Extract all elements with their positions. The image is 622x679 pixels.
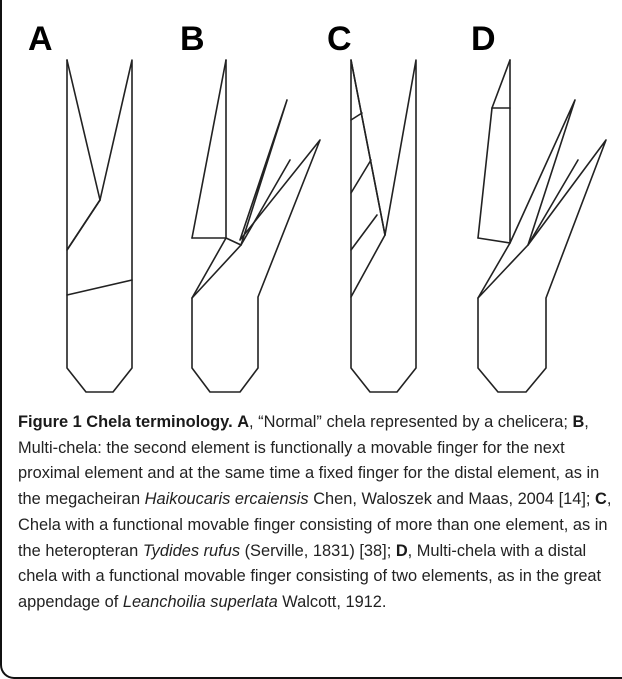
chela-d-outline (478, 60, 606, 392)
caption-text-a: , “Normal” chela represented by a chelic… (249, 413, 572, 431)
chela-c-joint-3 (351, 215, 377, 250)
chela-b-fixed-finger (192, 60, 226, 238)
chela-diagrams (0, 0, 622, 400)
caption-authority-d: Walcott, 1912. (278, 593, 387, 611)
caption-figure-label: Figure 1 Chela terminology. (18, 413, 233, 431)
chela-diagram-d (478, 60, 606, 392)
caption-taxon-c: Tydides rufus (143, 542, 240, 560)
chela-diagram-b (192, 60, 320, 392)
chela-b-distal-joint (241, 160, 290, 245)
chela-c-finger-inner (351, 60, 385, 235)
chela-a-segment-joint (67, 280, 132, 295)
chela-b-middle-joint (192, 245, 241, 298)
caption-panel-d: D (396, 542, 408, 560)
caption-authority-c: (Serville, 1831) [38]; (240, 542, 396, 560)
chela-d-finger-left (478, 108, 492, 238)
caption-taxon-d: Leanchoilia superlata (123, 593, 278, 611)
chela-diagram-a (67, 60, 132, 392)
chela-c-joint-1 (351, 113, 362, 120)
caption-panel-a: A (237, 413, 249, 431)
chela-d-middle-joint (478, 245, 528, 298)
chela-d-finger-base (478, 238, 510, 243)
chela-b-outline (192, 60, 320, 392)
chela-diagram-c (351, 60, 416, 392)
chela-a-outline (67, 60, 132, 392)
caption-panel-c: C (595, 490, 607, 508)
chela-c-joint-2 (351, 160, 371, 193)
chela-a-finger-joint (67, 200, 100, 250)
chela-d-tip-left (492, 60, 510, 108)
chela-a-fixed-finger-inner (67, 60, 100, 200)
caption-taxon-b: Haikoucaris ercaiensis (145, 490, 309, 508)
figure-caption: Figure 1 Chela terminology. A, “Normal” … (18, 410, 618, 616)
caption-panel-b: B (572, 413, 584, 431)
caption-authority-b: Chen, Waloszek and Maas, 2004 [14]; (309, 490, 595, 508)
